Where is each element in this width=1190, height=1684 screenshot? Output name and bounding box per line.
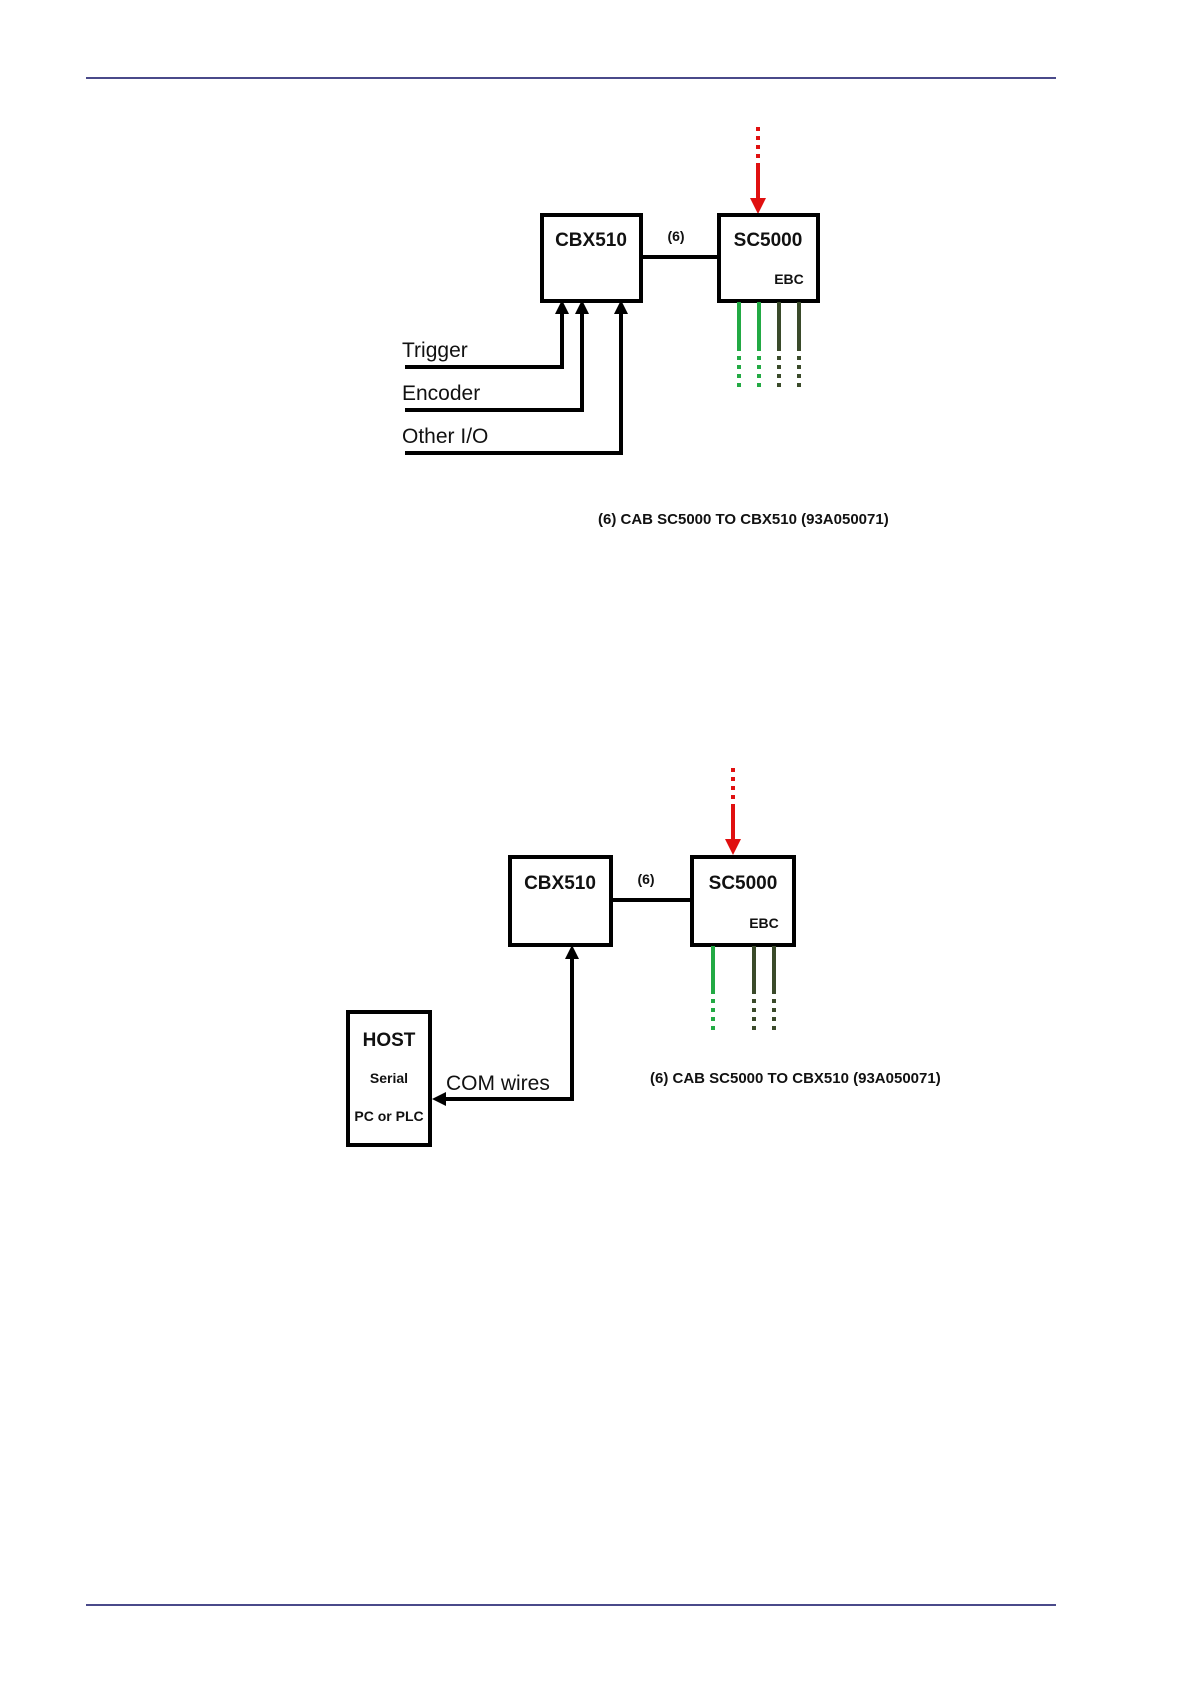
sc5000-ebc-label: EBC bbox=[749, 915, 779, 931]
cbx510-label: CBX510 bbox=[524, 873, 596, 894]
sc5000-label: SC5000 bbox=[709, 873, 778, 894]
diagram-2-cbx510-host: CBX510 (6) SC5000 EBC HOST Serial PC or … bbox=[0, 0, 1190, 1160]
com-wires-label: COM wires bbox=[446, 1072, 550, 1095]
host-title: HOST bbox=[363, 1030, 416, 1051]
sc5000-box bbox=[692, 857, 794, 945]
host-serial-label: Serial bbox=[370, 1070, 408, 1086]
diagram-2-caption: (6) CAB SC5000 TO CBX510 (93A050071) bbox=[650, 1070, 941, 1087]
sc5000-output-wires bbox=[713, 946, 774, 1035]
cbx510-box bbox=[510, 857, 611, 945]
power-input-arrow bbox=[725, 768, 741, 855]
host-pc-plc-label: PC or PLC bbox=[354, 1108, 423, 1124]
footer-rule bbox=[86, 1604, 1056, 1606]
cable-6-label: (6) bbox=[637, 871, 654, 887]
